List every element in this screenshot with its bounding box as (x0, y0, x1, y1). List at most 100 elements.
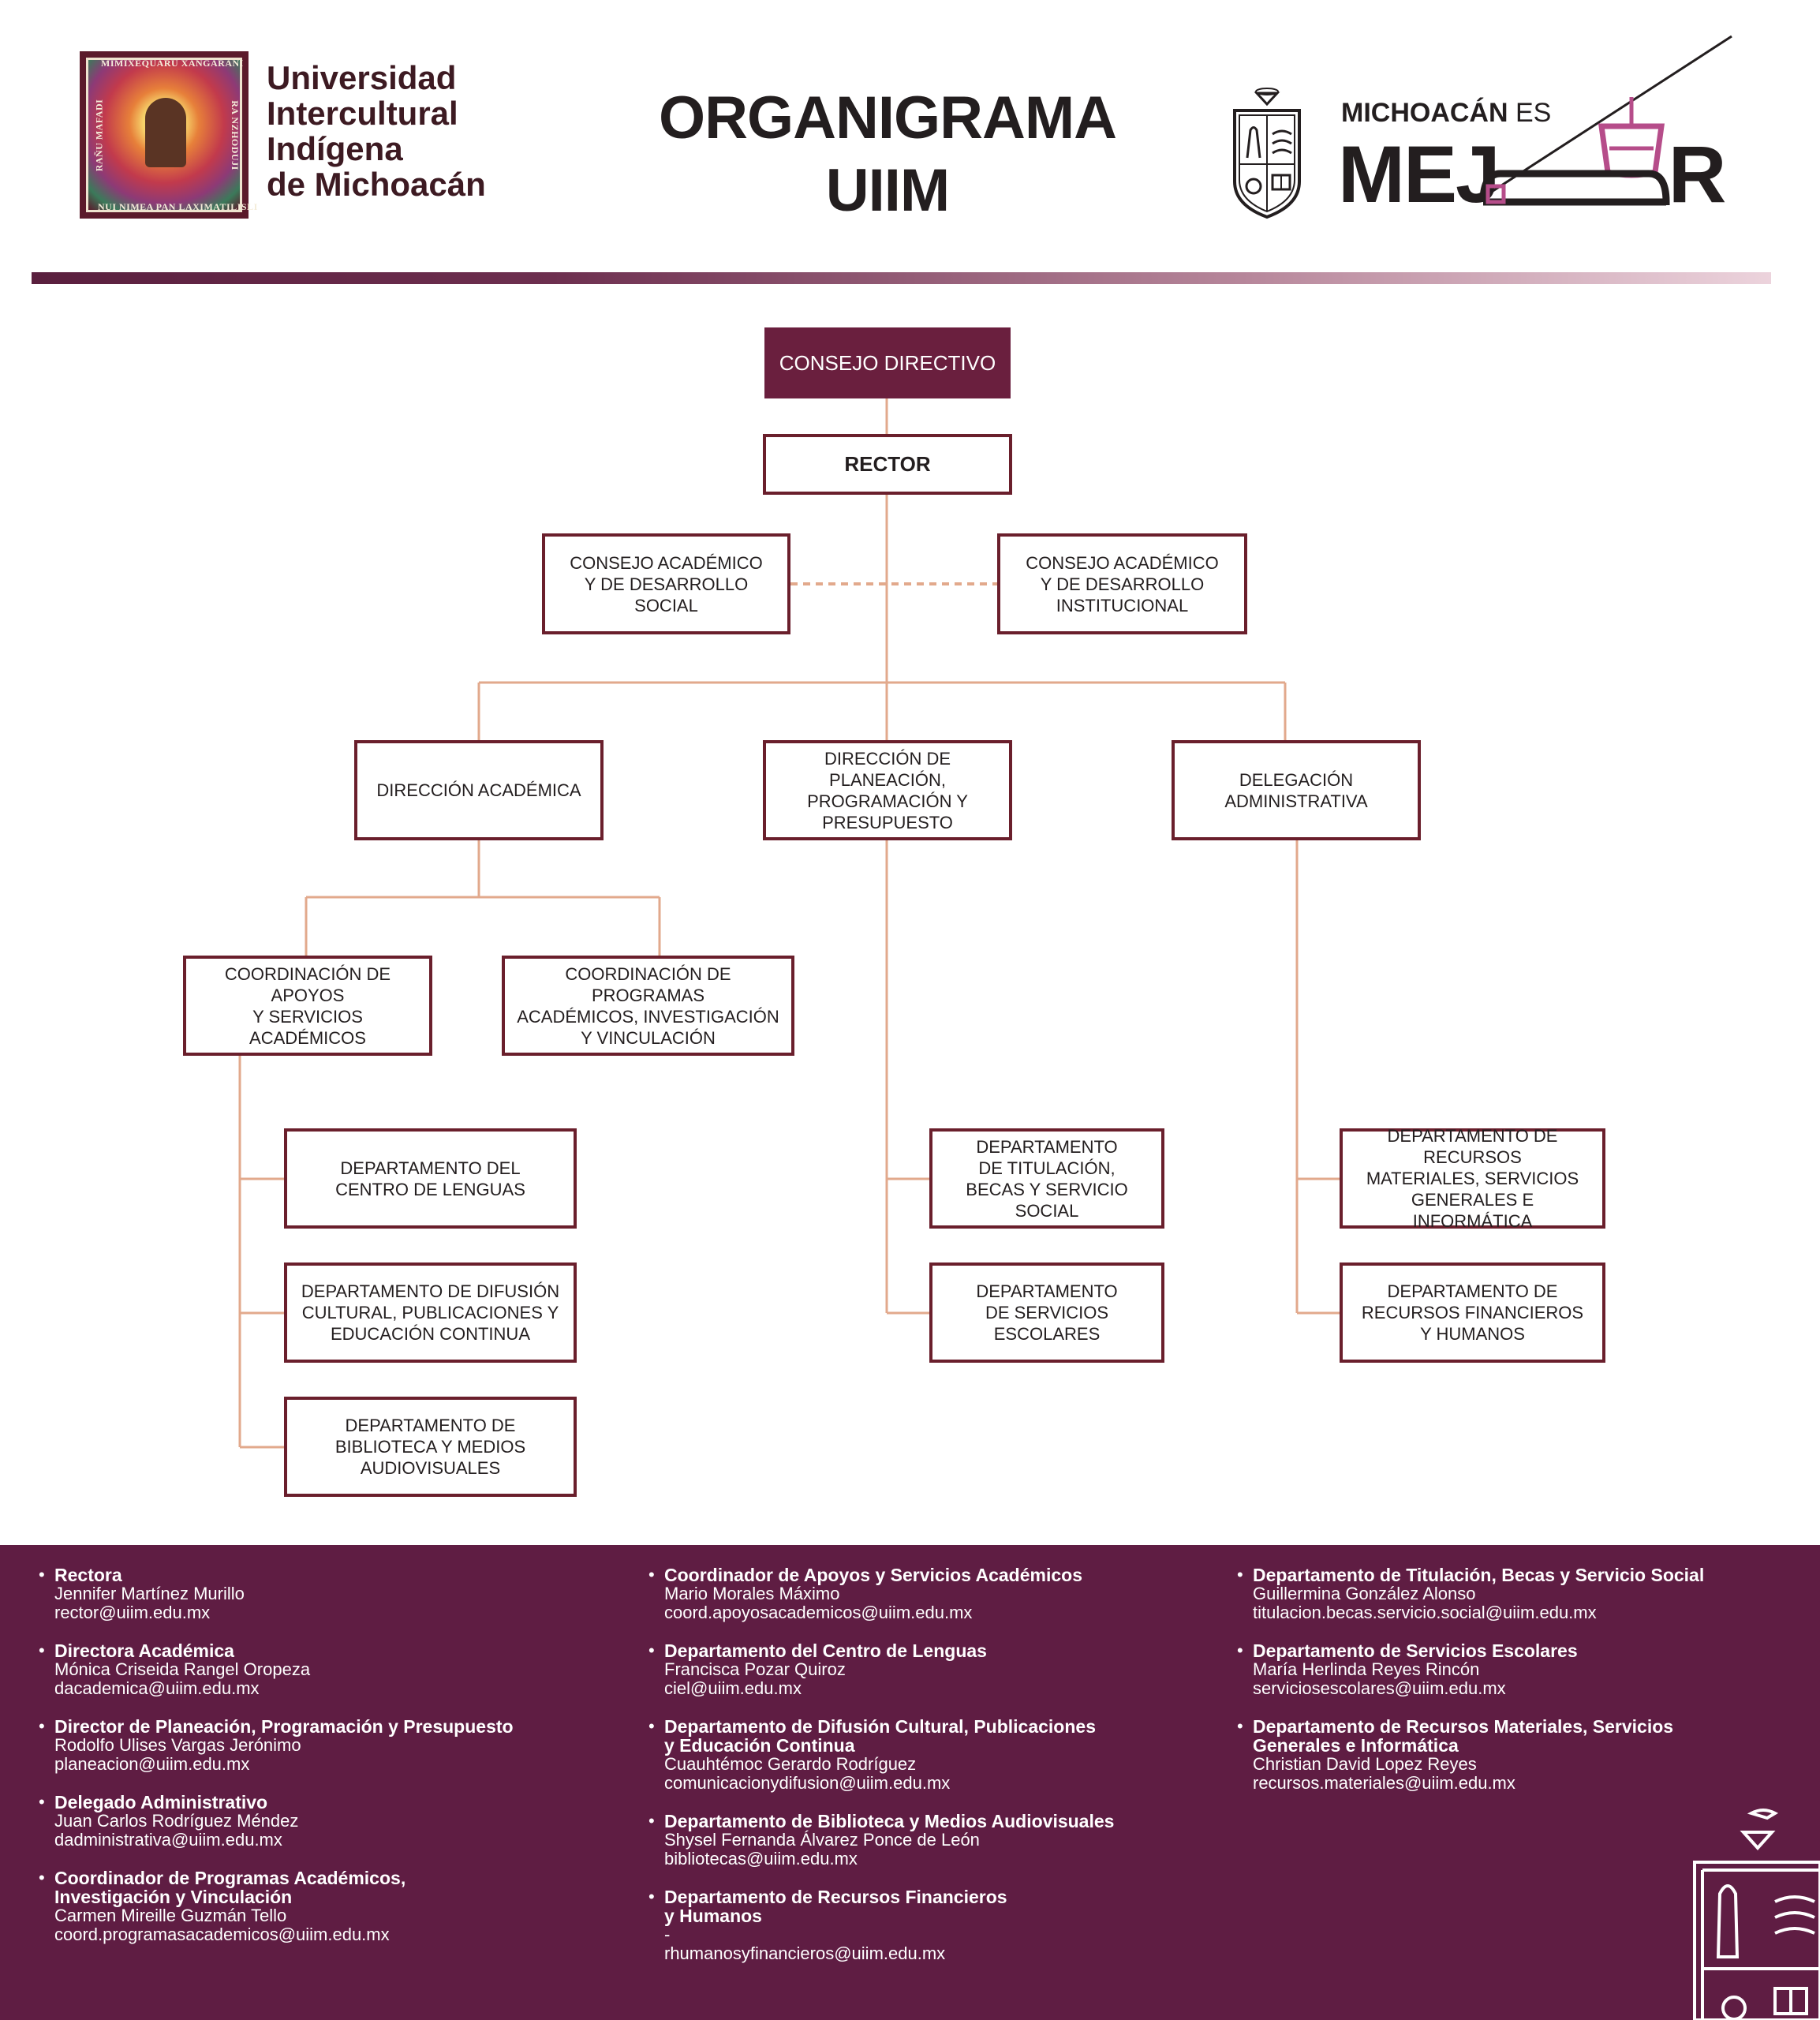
contact-entry: • Coordinador de Programas Académicos, In… (39, 1868, 514, 1944)
contact-name: Carmen Mireille Guzmán Tello (54, 1906, 287, 1925)
contact-name: Christian David Lopez Reyes (1253, 1754, 1477, 1774)
bullet-icon: • (1237, 1640, 1243, 1660)
bullet-icon: • (648, 1640, 655, 1660)
bullet-icon: • (39, 1868, 45, 1887)
contact-name: Rodolfo Ulises Vargas Jerónimo (54, 1735, 301, 1755)
contact-column: •Coordinador de Apoyos y Servicios Acadé… (648, 1566, 1114, 1982)
contact-email: recursos.materiales@uiim.edu.mx (1253, 1773, 1515, 1793)
university-name-line: de Michoacán (267, 166, 486, 203)
depto-materiales-box: DEPARTAMENTO DE RECURSOS MATERIALES, SER… (1340, 1126, 1605, 1231)
contact-title: Coordinador de Programas Académicos, Inv… (54, 1868, 406, 1907)
contact-email: titulacion.becas.servicio.social@uiim.ed… (1253, 1603, 1597, 1622)
contact-email: rector@uiim.edu.mx (54, 1603, 211, 1622)
contact-title: Departamento de Recursos Materiales, Ser… (1253, 1716, 1674, 1756)
direccion-academica-box: DIRECCIÓN ACADÉMICA (354, 740, 604, 840)
seal-bottom-text: NUI NIMEA PAN LAXIMATILISLI (98, 201, 258, 212)
contact-title: Rectora (54, 1565, 122, 1585)
university-name-line: Intercultural (267, 95, 458, 132)
contact-name: - (664, 1925, 671, 1944)
contact-email: dacademica@uiim.edu.mx (54, 1678, 260, 1698)
depto-escolares-box: DEPARTAMENTO DE SERVICIOS ESCOLARES (929, 1262, 1164, 1363)
michoacan-shield-watermark-icon (1693, 1809, 1820, 2020)
depto-financieros-box: DEPARTAMENTO DE RECURSOS FINANCIEROS Y H… (1340, 1262, 1605, 1363)
contact-name: Mario Morales Máximo (664, 1584, 840, 1603)
consejo-institucional-box: CONSEJO ACADÉMICO Y DE DESARROLLO INSTIT… (997, 533, 1247, 634)
header-divider (32, 272, 1771, 284)
depto-titulacion-box: DEPARTAMENTO DE TITULACIÓN, BECAS Y SERV… (929, 1128, 1164, 1229)
contact-name: Guillermina González Alonso (1253, 1584, 1476, 1603)
contact-title: Delegado Administrativo (54, 1792, 268, 1812)
consejo-directivo-box: CONSEJO DIRECTIVO (764, 327, 1011, 398)
page-title-line: ORGANIGRAMA (658, 84, 1117, 152)
bullet-icon: • (39, 1716, 45, 1736)
contact-title: Departamento de Titulación, Becas y Serv… (1253, 1565, 1705, 1585)
uiim-seal-logo: MIMIXEQUARU XANGARANI NUI NIMEA PAN LAXI… (80, 51, 257, 219)
michoacan-shield-icon (1233, 88, 1301, 219)
depto-difusion-box: DEPARTAMENTO DE DIFUSIÓN CULTURAL, PUBLI… (284, 1262, 577, 1363)
contact-email: bibliotecas@uiim.edu.mx (664, 1849, 858, 1868)
bullet-icon: • (648, 1565, 655, 1584)
seal-artwork: MIMIXEQUARU XANGARANI NUI NIMEA PAN LAXI… (86, 58, 257, 212)
contact-entry: •Coordinador de Apoyos y Servicios Acadé… (648, 1566, 1114, 1622)
contact-name: Cuauhtémoc Gerardo Rodríguez (664, 1754, 917, 1774)
university-name-line: Indígena (267, 130, 403, 167)
bullet-icon: • (1237, 1565, 1243, 1584)
contact-name: María Herlinda Reyes Rincón (1253, 1659, 1480, 1679)
michoacan-es-text: MICHOACÁN ES (1341, 98, 1551, 129)
contact-title: Departamento de Servicios Escolares (1253, 1640, 1578, 1661)
page-title: ORGANIGRAMA UIIM (647, 82, 1128, 227)
contact-entry: • Departamento de Recursos Materiales, Se… (1237, 1717, 1704, 1793)
bullet-icon: • (1237, 1716, 1243, 1736)
contact-column: • Departamento de Titulación, Becas y Ser… (1237, 1566, 1704, 1812)
contact-entry: • Director de Planeación, Programación y … (39, 1717, 514, 1774)
coord-apoyos-box: COORDINACIÓN DE APOYOS Y SERVICIOS ACADÉ… (183, 956, 432, 1056)
contact-entry: • Departamento de Difusión Cultural, Publ… (648, 1717, 1114, 1793)
seal-figure-icon (145, 98, 186, 167)
contact-name: Jennifer Martínez Murillo (54, 1584, 245, 1603)
bullet-icon: • (39, 1565, 45, 1584)
org-chart-connectors (238, 398, 1341, 1449)
depto-biblioteca-box: DEPARTAMENTO DE BIBLIOTECA Y MEDIOS AUDI… (284, 1397, 577, 1497)
contact-title: Director de Planeación, Programación y P… (54, 1716, 514, 1737)
contact-name: Francisca Pozar Quiroz (664, 1659, 846, 1679)
contact-email: coord.apoyosacademicos@uiim.edu.mx (664, 1603, 973, 1622)
contact-name: Mónica Criseida Rangel Oropeza (54, 1659, 311, 1679)
contact-email: comunicacionydifusion@uiim.edu.mx (664, 1773, 951, 1793)
contact-email: dadministrativa@uiim.edu.mx (54, 1830, 282, 1850)
seal-top-text: MIMIXEQUARU XANGARANI (101, 58, 244, 69)
contact-name: Juan Carlos Rodríguez Méndez (54, 1811, 299, 1831)
page-title-line: UIIM (825, 157, 950, 224)
delegacion-administrativa-box: DELEGACIÓN ADMINISTRATIVA (1172, 740, 1421, 840)
contact-entry: • Departamento de Biblioteca y Medios Aud… (648, 1812, 1114, 1868)
contact-entry: •Departamento de Recursos Financieros y … (648, 1887, 1114, 1963)
contact-title: Departamento de Biblioteca y Medios Audi… (664, 1811, 1115, 1831)
es-word: ES (1515, 98, 1552, 128)
bullet-icon: • (648, 1716, 655, 1736)
mejor-start: MEJ (1338, 129, 1500, 219)
contact-title: Departamento del Centro de Lenguas (664, 1640, 987, 1661)
rector-box: RECTOR (763, 434, 1012, 495)
contact-name: Shysel Fernanda Álvarez Ponce de León (664, 1830, 980, 1850)
contact-email: ciel@uiim.edu.mx (664, 1678, 802, 1698)
university-name-line: Universidad (267, 59, 457, 96)
contact-entry: • Departamento de Titulación, Becas y Ser… (1237, 1566, 1704, 1622)
bullet-icon: • (648, 1811, 655, 1831)
university-name: Universidad Intercultural Indígena de Mi… (267, 60, 486, 202)
depto-lenguas-box: DEPARTAMENTO DEL CENTRO DE LENGUAS (284, 1128, 577, 1229)
contact-email: serviciosescolares@uiim.edu.mx (1253, 1678, 1506, 1698)
bullet-icon: • (39, 1792, 45, 1812)
cable-car-icon (1479, 35, 1732, 206)
consejo-social-box: CONSEJO ACADÉMICO Y DE DESARROLLO SOCIAL (542, 533, 790, 634)
contact-title: Departamento de Recursos Financieros y H… (664, 1887, 1007, 1926)
coord-programas-box: COORDINACIÓN DE PROGRAMAS ACADÉMICOS, IN… (502, 956, 794, 1056)
mejor-end: R (1668, 129, 1727, 219)
bullet-icon: • (39, 1640, 45, 1660)
contact-title: Departamento de Difusión Cultural, Publi… (664, 1716, 1096, 1756)
contact-email: coord.programasacademicos@uiim.edu.mx (54, 1925, 390, 1944)
